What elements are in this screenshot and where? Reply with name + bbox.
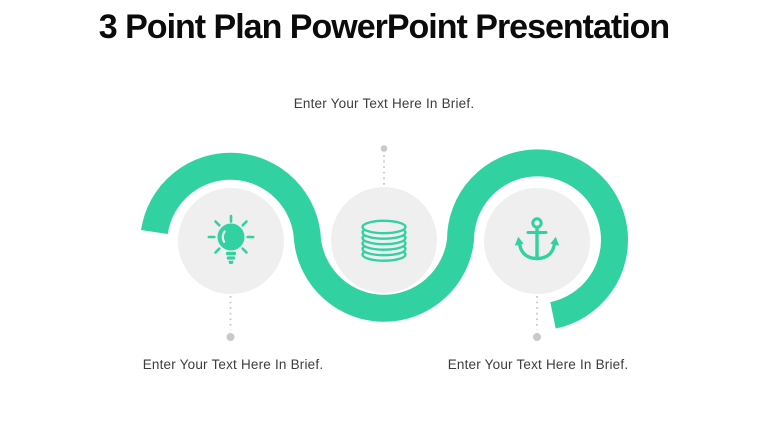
point-2-label[interactable]: Enter Your Text Here In Brief.: [293, 96, 475, 111]
anchor-icon: [514, 217, 560, 261]
connector-right-end-dot: [533, 333, 541, 341]
point-1-label[interactable]: Enter Your Text Here In Brief.: [142, 357, 324, 372]
slide-title[interactable]: 3 Point Plan PowerPoint Presentation: [98, 8, 670, 46]
point-3-label[interactable]: Enter Your Text Here In Brief.: [447, 357, 629, 372]
coins-icon: [361, 219, 407, 262]
point-3-circle: [484, 188, 590, 294]
point-1-circle: [178, 188, 284, 294]
connector-top-end-dot: [380, 145, 388, 152]
s-curve-ribbon: [141, 149, 628, 329]
connector-left-end-dot: [226, 333, 235, 341]
point-2-circle: [331, 187, 437, 293]
lightbulb-icon: [207, 214, 255, 264]
